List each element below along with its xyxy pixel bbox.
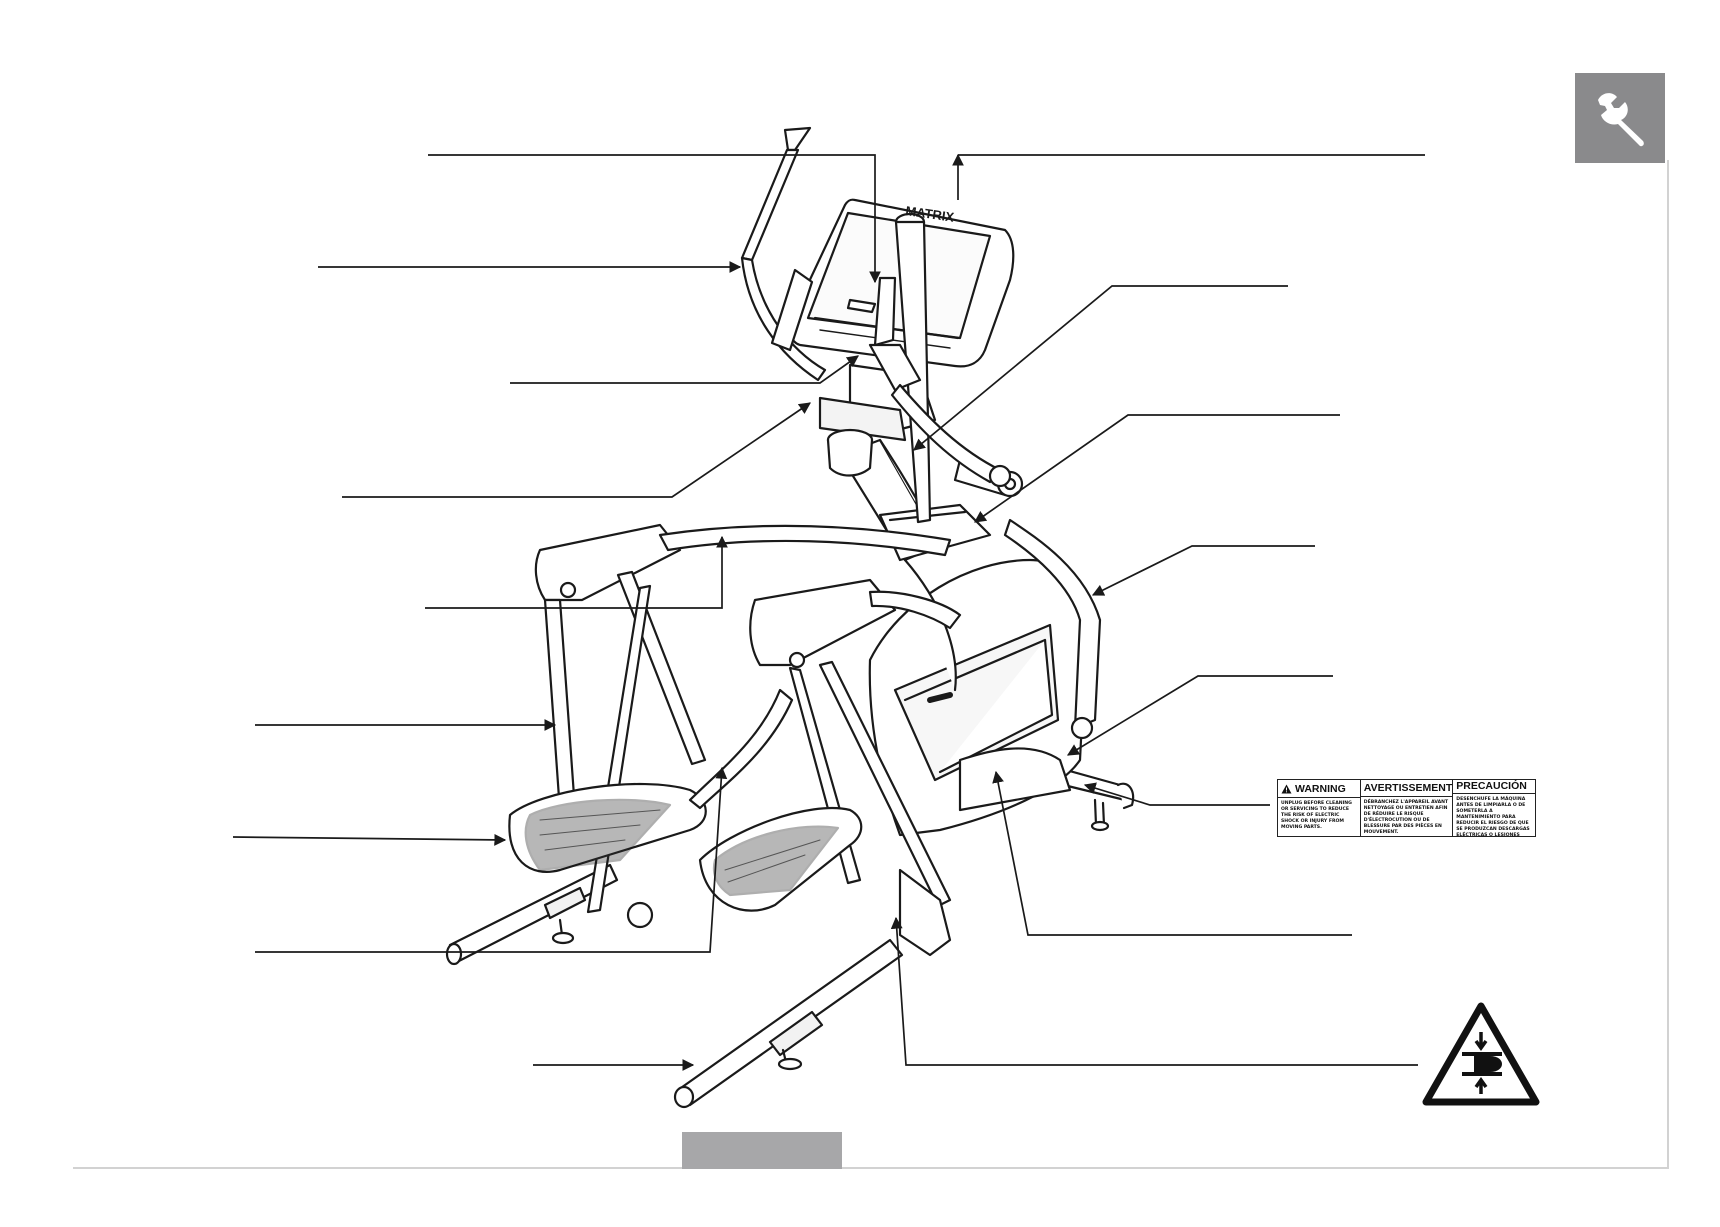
- callout-line-17: [890, 916, 1418, 1066]
- wrench-icon: [1598, 93, 1644, 147]
- callout-line-14: [255, 766, 728, 953]
- left-rail: [445, 863, 619, 966]
- right-pedal: [698, 806, 863, 912]
- callout-line-5: [342, 402, 811, 498]
- callout-line-8: [425, 535, 728, 609]
- warning-column-en: WARNING UNPLUG BEFORE CLEANING OR SERVIC…: [1278, 780, 1361, 836]
- left-pedal: [508, 782, 707, 873]
- callout-line-9: [1091, 545, 1315, 596]
- hand-pinch-warning-icon: [1422, 1002, 1540, 1106]
- warning-triangle-icon: [1281, 784, 1292, 793]
- callout-line-13: [1083, 782, 1270, 806]
- callout-line-1: [428, 154, 881, 284]
- callout-line-12: [232, 833, 507, 846]
- warning-title-fr: AVERTISSEMENT: [1360, 780, 1453, 797]
- page-frame-right: [1667, 160, 1669, 1169]
- machine-illustration: [445, 126, 1135, 1109]
- callout-line-6: [913, 285, 1288, 451]
- warning-column-es: PRECAUCIÓN DESENCHUFE LA MÁQUINA ANTES D…: [1453, 780, 1536, 836]
- warning-text-es: DESENCHUFE LA MÁQUINA ANTES DE LIMPIARLA…: [1456, 796, 1530, 836]
- base-housing: [868, 558, 1087, 837]
- right-rail: [673, 938, 904, 1109]
- warning-text-fr: DÉBRANCHEZ L'APPAREIL AVANT NETTOYAGE OU…: [1363, 799, 1449, 835]
- left-upper-arm: [740, 126, 827, 382]
- tool-tab[interactable]: [1575, 73, 1665, 163]
- warning-column-fr: AVERTISSEMENT DÉBRANCHEZ L'APPAREIL AVAN…: [1360, 780, 1454, 836]
- warning-title-en: WARNING: [1295, 782, 1346, 795]
- warning-text-en: UNPLUG BEFORE CLEANING OR SERVICING TO R…: [1281, 801, 1352, 830]
- callout-line-7: [974, 414, 1340, 523]
- page-number-tab: [682, 1132, 842, 1169]
- callout-lines: [232, 153, 1425, 1071]
- console-brand: MATRIX: [905, 203, 956, 225]
- callout-line-11: [1066, 675, 1333, 756]
- page-frame-bottom: [73, 1167, 1669, 1169]
- warning-label: WARNING UNPLUG BEFORE CLEANING OR SERVIC…: [1277, 779, 1536, 837]
- callout-line-4: [510, 355, 859, 384]
- warning-title-es: PRECAUCIÓN: [1453, 780, 1536, 794]
- callout-line-15: [992, 770, 1352, 936]
